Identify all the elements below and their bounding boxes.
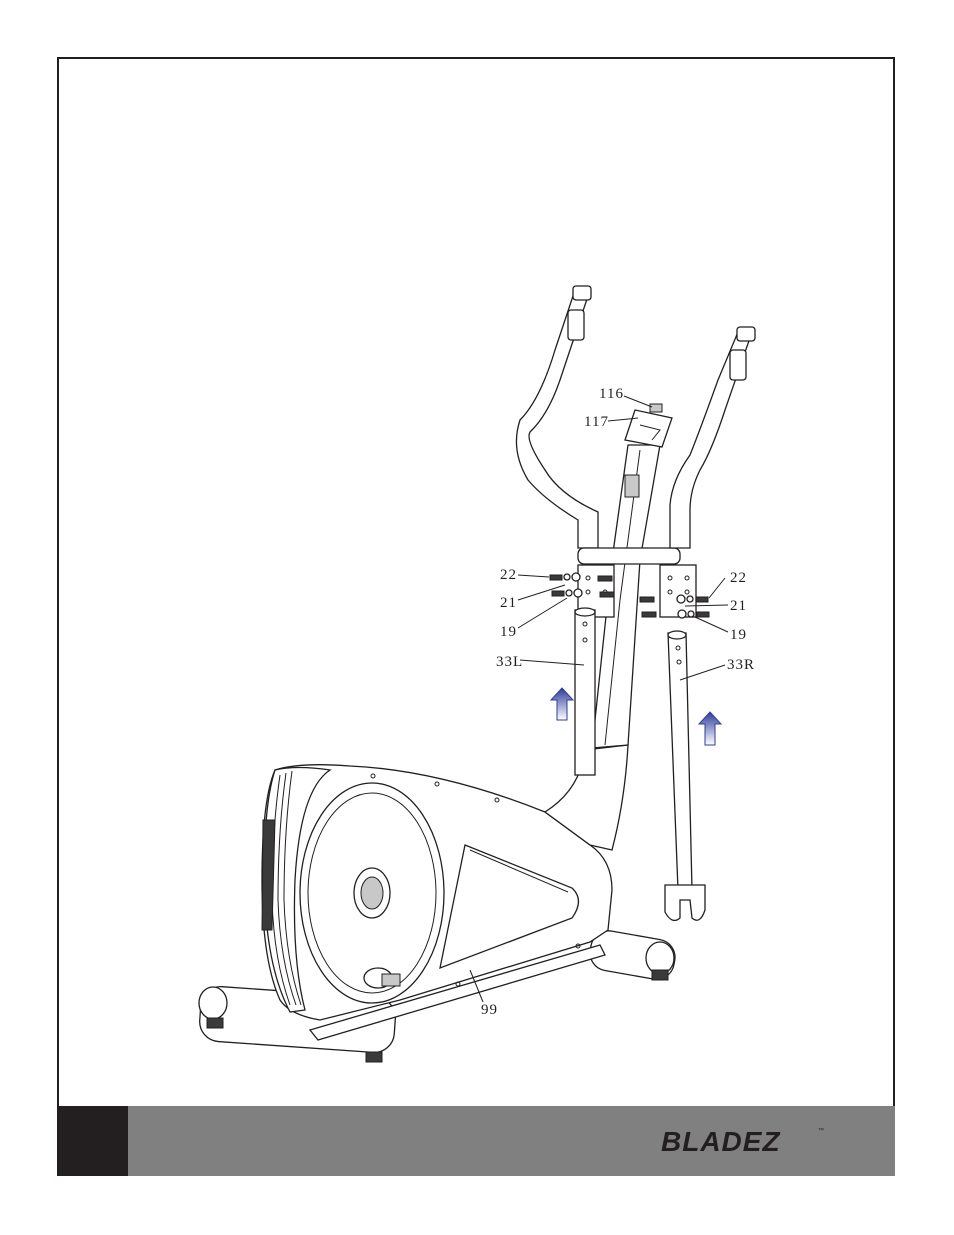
callout-21-left: 21 (500, 595, 517, 611)
footer-brand-area: BLADEZ ™ (128, 1106, 895, 1176)
callout-99: 99 (481, 1002, 498, 1018)
right-hardware (639, 594, 710, 619)
callout-22-left: 22 (500, 567, 517, 583)
callout-19-right: 19 (730, 627, 747, 643)
callout-22-right: 22 (730, 570, 747, 586)
callout-117: 117 (584, 414, 609, 430)
callout-21-right: 21 (730, 598, 747, 614)
brand-logo: BLADEZ (661, 1126, 781, 1157)
lower-tube-33L (574, 607, 596, 776)
footer-page-block (57, 1106, 128, 1176)
callout-19-left: 19 (500, 624, 517, 640)
right-handlebar (659, 326, 756, 618)
elliptical-frame (198, 744, 676, 1063)
callout-33R: 33R (727, 657, 755, 673)
left-hardware (549, 572, 615, 598)
footer-bar: BLADEZ ™ (57, 1106, 895, 1176)
callout-33L: 33L (496, 654, 523, 670)
callout-labels: 116 117 22 21 19 33L 22 21 19 33R 99 (481, 386, 755, 1018)
up-arrow-left (549, 687, 575, 721)
brand-trademark: ™ (818, 1128, 824, 1134)
lower-tube-33R (664, 630, 706, 922)
leader-lines (469, 395, 729, 1003)
up-arrow-right (697, 711, 723, 746)
callout-116: 116 (599, 386, 624, 402)
